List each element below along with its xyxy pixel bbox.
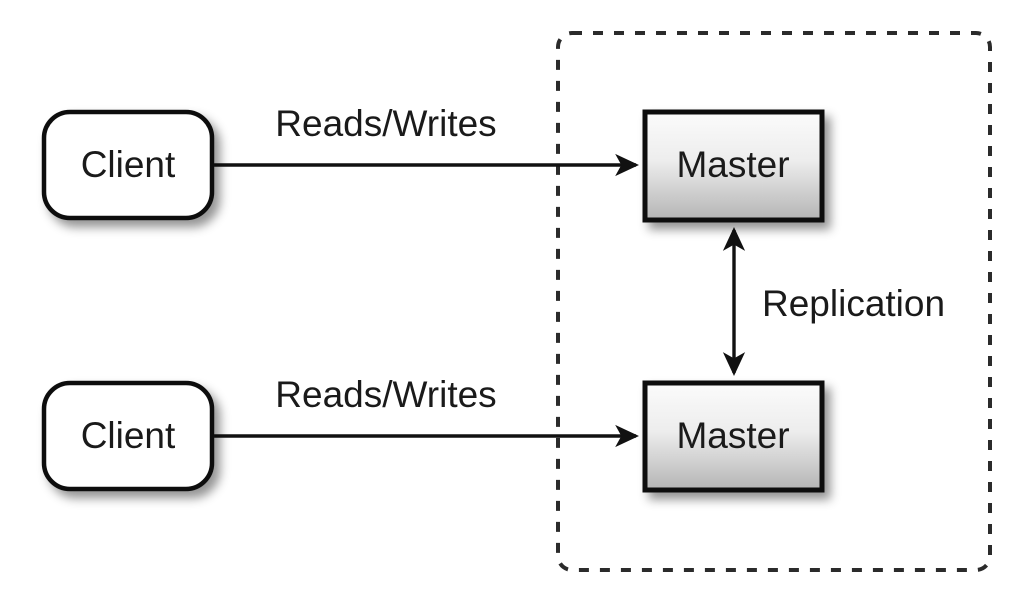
node-shape — [642, 380, 825, 493]
node-shape — [41, 109, 215, 221]
master-cluster-group — [556, 31, 992, 572]
node-client-bottom[interactable]: Client — [41, 380, 215, 492]
node-client-top-label: Client — [81, 144, 176, 185]
node-master-top[interactable]: Master — [642, 109, 825, 223]
node-client-bottom-label: Client — [81, 415, 176, 456]
node-master-bottom-label: Master — [676, 415, 789, 456]
edge-label-reads-writes-top: Reads/Writes — [275, 103, 496, 144]
edge-label-reads-writes-bottom: Reads/Writes — [275, 374, 496, 415]
node-shape — [642, 109, 825, 223]
node-shape — [41, 380, 215, 492]
node-master-bottom[interactable]: Master — [642, 380, 825, 493]
edge-label-replication: Replication — [762, 283, 945, 324]
node-client-top[interactable]: Client — [41, 109, 215, 221]
node-master-top-label: Master — [676, 144, 789, 185]
